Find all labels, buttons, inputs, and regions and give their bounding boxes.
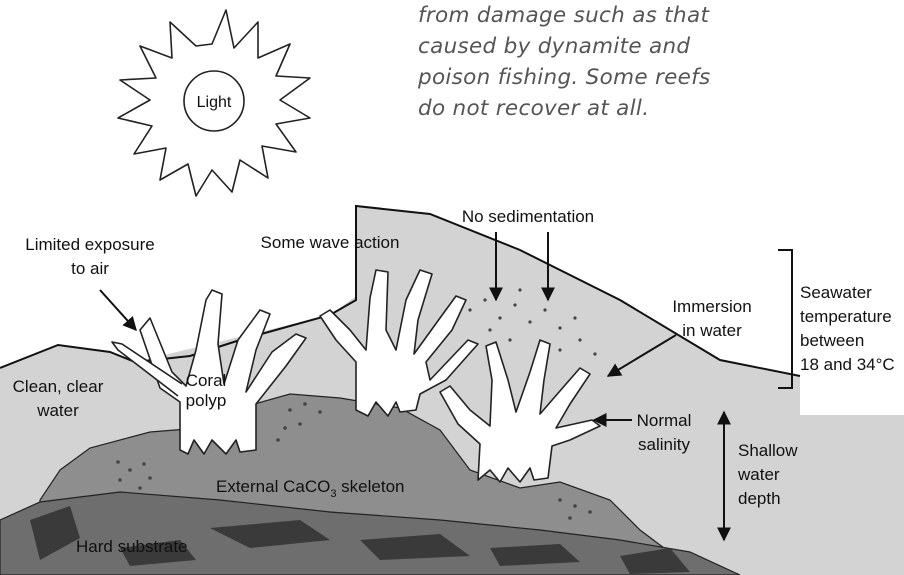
label-salinity-2: salinity xyxy=(638,435,690,454)
label-seawater-2: temperature xyxy=(800,307,892,326)
label-immersion-1: Immersion xyxy=(672,297,751,316)
label-coral-2: polyp xyxy=(186,391,227,410)
label-skeleton-prefix: External CaCO xyxy=(216,477,330,496)
label-seawater-3: between xyxy=(800,331,864,350)
label-limited-exposure-1: Limited exposure xyxy=(25,235,154,254)
label-depth-2: water xyxy=(737,465,780,484)
sun-icon: Light xyxy=(118,10,310,196)
temperature-bracket xyxy=(778,250,792,388)
label-skeleton-suffix: skeleton xyxy=(336,477,404,496)
label-depth-3: depth xyxy=(738,489,781,508)
label-salinity-1: Normal xyxy=(637,411,692,430)
label-clean-water-1: Clean, clear xyxy=(13,377,104,396)
label-wave-action: Some wave action xyxy=(261,233,400,252)
label-depth-1: Shallow xyxy=(738,441,798,460)
label-seawater-1: Seawater xyxy=(800,283,872,302)
label-no-sedimentation: No sedimentation xyxy=(462,207,594,226)
label-clean-water-2: water xyxy=(36,401,79,420)
label-seawater-4: 18 and 34°C xyxy=(800,355,895,374)
label-substrate: Hard substrate xyxy=(76,537,188,556)
label-coral-1: Coral xyxy=(186,371,227,390)
label-immersion-2: in water xyxy=(682,321,742,340)
sun-label: Light xyxy=(197,94,232,111)
label-limited-exposure-2: to air xyxy=(71,259,109,278)
